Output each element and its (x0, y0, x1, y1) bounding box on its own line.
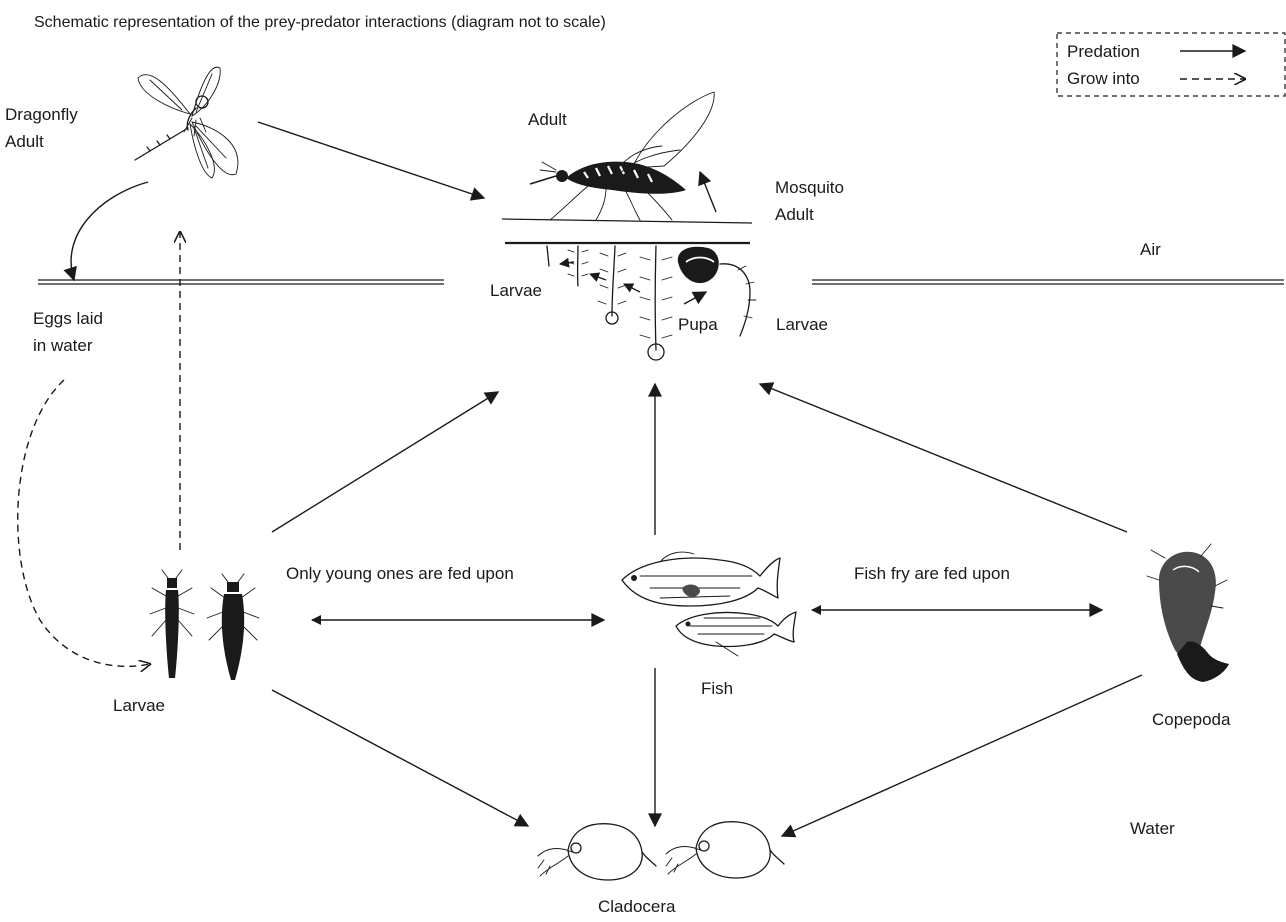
eggs-grow-into-larvae-arrow (18, 380, 150, 666)
fish-label: Fish (701, 679, 733, 698)
copepoda-preys-on-cladocera-arrow (782, 675, 1142, 836)
legend-predation-label: Predation (1067, 42, 1140, 61)
mosquito-adult-side-label-line2: Adult (775, 205, 814, 224)
dragonfly-adult-label-line2: Adult (5, 132, 44, 151)
dragonfly-lays-eggs-arrow (71, 182, 148, 280)
cladocera-label: Cladocera (598, 897, 676, 916)
young-ones-label: Only young ones are fed upon (286, 564, 514, 583)
mosquito-larvae-right-label: Larvae (776, 315, 828, 334)
dragonfly-adult-label-line1: Dragonfly (5, 105, 78, 124)
water-label: Water (1130, 819, 1175, 838)
dragonfly-preys-on-mosquito-adult-arrow (258, 122, 484, 198)
dragonfly-larvae-illustration (150, 570, 259, 680)
diagram-title: Schematic representation of the prey-pre… (34, 14, 606, 31)
dragonfly-larvae-label: Larvae (113, 696, 165, 715)
fish-illustration (622, 552, 796, 656)
dragonfly-larvae-preys-on-mosquito-larvae-arrow (272, 392, 498, 532)
air-label: Air (1140, 240, 1161, 259)
eggs-label-line1: Eggs laid (33, 309, 103, 328)
pupa-to-adult-arrow (700, 172, 716, 212)
mosquito-pupa-label: Pupa (678, 315, 718, 334)
fish-fry-label: Fish fry are fed upon (854, 564, 1010, 583)
dragonfly-adult-illustration (135, 67, 238, 178)
mosquito-larvae-left-label: Larvae (490, 281, 542, 300)
cladocera-illustration (538, 822, 784, 880)
mosquito-adult-side-label-line1: Mosquito (775, 178, 844, 197)
copepoda-preys-on-mosquito-larvae-arrow (760, 384, 1127, 532)
water-surface (38, 280, 1284, 284)
eggs-label-line2: in water (33, 336, 93, 355)
mosquito-adult-label: Adult (528, 110, 567, 129)
mosquito-larvae-illustration (505, 243, 756, 360)
legend-grow-into-label: Grow into (1067, 69, 1140, 88)
legend: Predation Grow into (1057, 33, 1285, 96)
copepoda-illustration (1147, 544, 1229, 682)
copepoda-label: Copepoda (1152, 710, 1231, 729)
dragonfly-larvae-preys-on-cladocera-arrow (272, 690, 528, 826)
